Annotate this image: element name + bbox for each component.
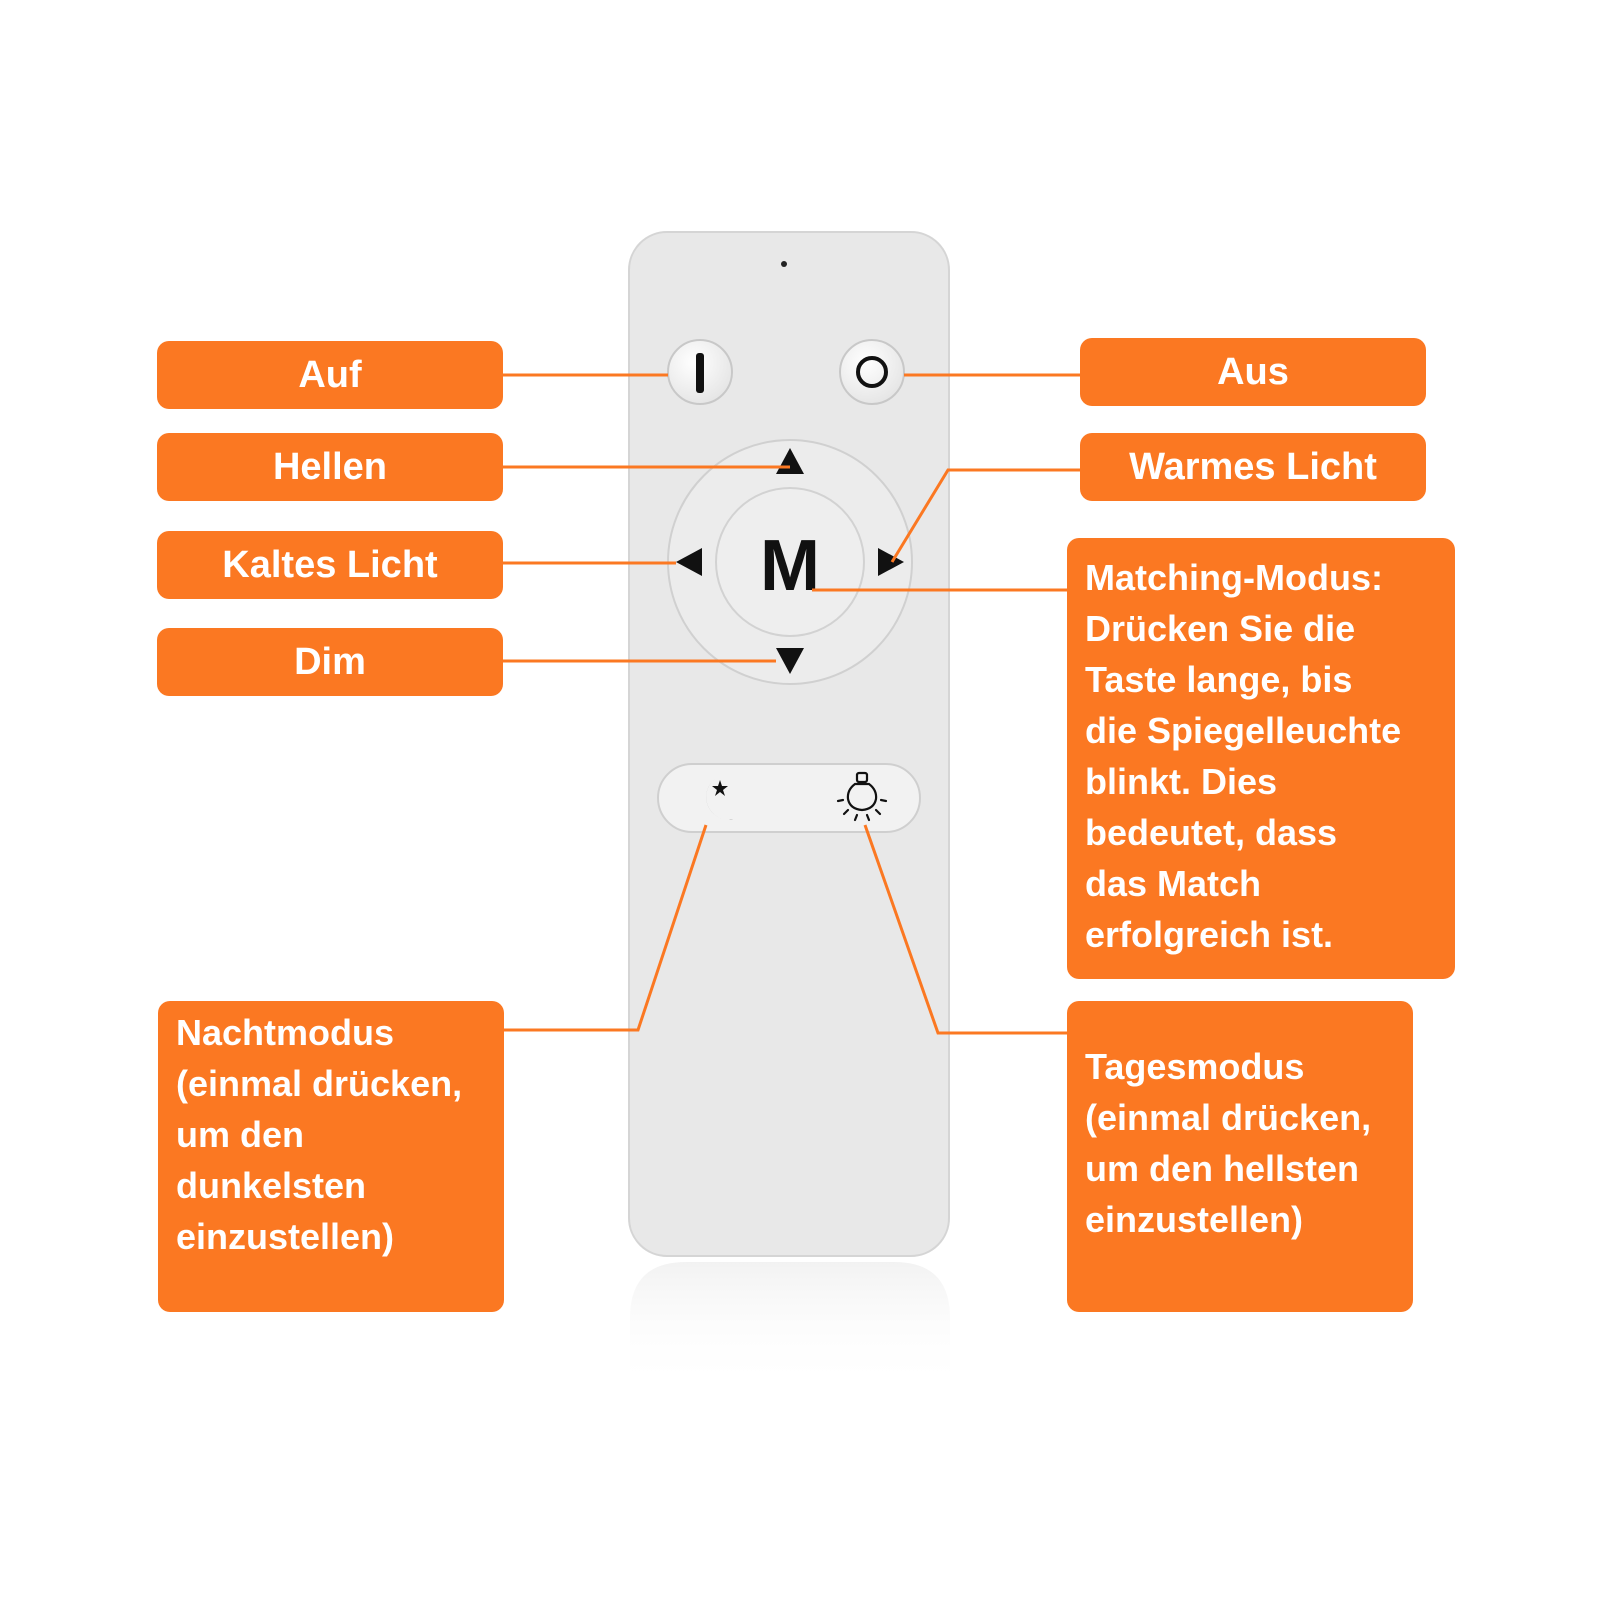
label-auf: Auf — [157, 341, 503, 409]
label-nachtmodus: Nachtmodus (einmal drücken, um den dunke… — [158, 1001, 504, 1312]
power-on-button[interactable] — [667, 339, 733, 405]
mode-button-label: M — [760, 526, 820, 606]
label-hellen-text: Hellen — [272, 445, 388, 488]
connector-nacht — [504, 824, 708, 1032]
connector-lines — [503, 373, 1080, 1035]
arrow-left-icon[interactable] — [676, 548, 702, 576]
label-matching-modus: Matching-Modus: Drücken Sie die Taste la… — [1067, 538, 1455, 979]
label-tagesmodus: Tagesmodus (einmal drücken, um den hells… — [1067, 1001, 1413, 1312]
label-warmes-licht-text: Warmes Licht — [1129, 445, 1377, 488]
night-mode-button[interactable] — [706, 777, 740, 820]
mode-button[interactable]: M — [715, 487, 865, 637]
label-kaltes-licht: Kaltes Licht — [157, 531, 503, 599]
label-dim: Dim — [157, 628, 503, 696]
label-auf-text: Auf — [298, 353, 362, 396]
day-mode-button[interactable] — [836, 771, 888, 822]
label-aus: Aus — [1080, 338, 1426, 406]
label-matching-modus-text: Matching-Modus: Drücken Sie die Taste la… — [1085, 557, 1402, 955]
label-aus-text: Aus — [1217, 350, 1289, 393]
label-nachtmodus-text: Nachtmodus (einmal drücken, um den dunke… — [176, 1012, 463, 1257]
arrow-right-icon[interactable] — [878, 548, 904, 576]
remote-reflection — [630, 1262, 950, 1390]
mode-pill — [657, 763, 921, 833]
star-icon — [712, 780, 728, 796]
power-on-icon — [696, 353, 704, 393]
power-off-icon — [856, 356, 888, 388]
power-off-button[interactable] — [839, 339, 905, 405]
connector-warmes — [890, 468, 1080, 563]
label-hellen: Hellen — [157, 433, 503, 501]
label-tagesmodus-text: Tagesmodus (einmal drücken, um den hells… — [1085, 1046, 1372, 1240]
label-dim-text: Dim — [294, 640, 366, 683]
connector-tages — [863, 824, 1067, 1035]
arrow-down-icon[interactable] — [776, 648, 804, 674]
label-kaltes-licht-text: Kaltes Licht — [222, 543, 438, 586]
light-bulb-icon — [836, 771, 888, 822]
indicator-led — [781, 261, 787, 267]
label-warmes-licht: Warmes Licht — [1080, 433, 1426, 501]
